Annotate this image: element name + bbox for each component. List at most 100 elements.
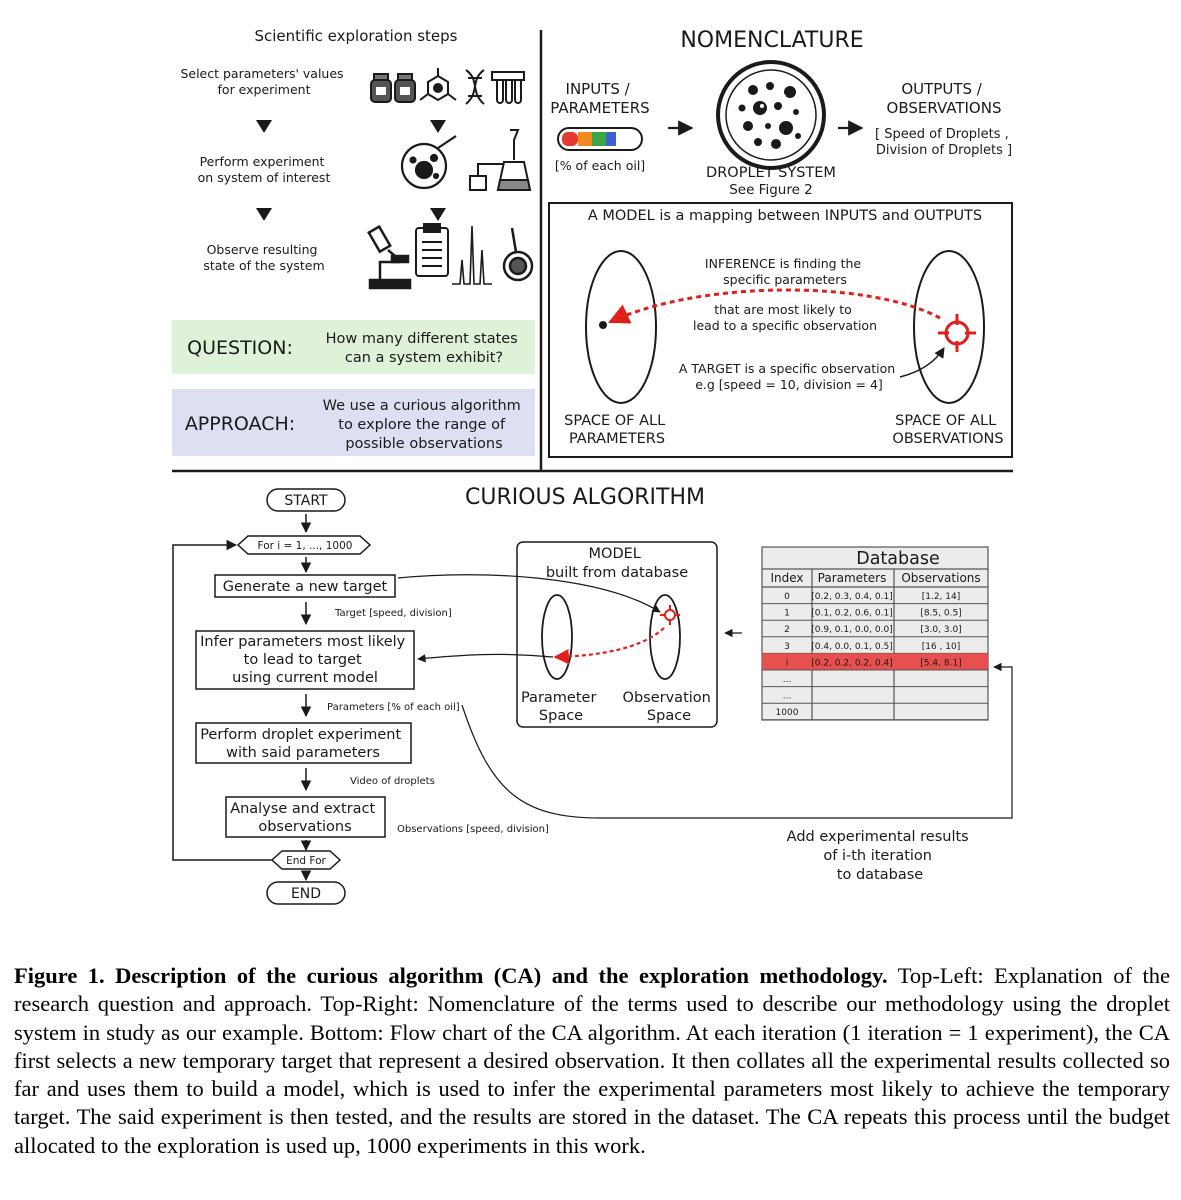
header-observations: Observations xyxy=(901,571,980,585)
outputs-list: [ Speed of Droplets , Division of Drople… xyxy=(875,127,1013,158)
droplet-system-icon xyxy=(716,60,826,170)
database-row-highlight xyxy=(762,653,988,670)
oil-tube-icon xyxy=(557,127,643,151)
add-results-label: Add experimental results of i-th iterati… xyxy=(787,829,974,883)
test-tubes-icon xyxy=(491,71,525,104)
inference-text: INFERENCE is finding the specific parame… xyxy=(705,256,865,287)
inputs-unit: [% of each oil] xyxy=(555,158,645,173)
generate-target-label: Generate a new target xyxy=(223,579,388,595)
question-box xyxy=(172,320,535,374)
database-cell: [0.9, 0.1, 0.0, 0.0] xyxy=(811,625,892,635)
end-for-label: End For xyxy=(286,855,326,867)
microscope-icon xyxy=(367,224,412,290)
outputs-label: OUTPUTS / OBSERVATIONS xyxy=(887,80,1002,117)
loop-back-line xyxy=(172,539,272,861)
results-to-database-line xyxy=(461,662,1013,819)
database-cell: 0 xyxy=(784,592,790,602)
target-text: A TARGET is a specific observation e.g [… xyxy=(679,361,899,392)
database-cell: 2 xyxy=(784,625,790,635)
molecule-icon xyxy=(419,68,457,102)
database-cell: [8.5, 0.5] xyxy=(920,609,961,619)
model-database-box xyxy=(516,541,718,728)
database-cell: 1000 xyxy=(776,708,799,718)
loop-node xyxy=(236,535,372,555)
pan-icon xyxy=(502,227,534,282)
perform-experiment-node xyxy=(195,722,412,764)
down-triangle-icon xyxy=(430,120,446,133)
curious-algorithm-title: CURIOUS ALGORITHM xyxy=(465,485,705,510)
database-cell: [0.2, 0.3, 0.4, 0.1] xyxy=(811,592,892,602)
database-cell: [3.0, 3.0] xyxy=(920,625,961,635)
database-cell: ... xyxy=(783,675,792,685)
header-index: Index xyxy=(770,571,803,585)
end-node xyxy=(266,881,346,905)
parameter-space-label: Parameter Space xyxy=(521,690,601,724)
analyse-node xyxy=(225,796,386,838)
parameter-space-ellipse xyxy=(541,594,573,680)
infer-parameters-label: Infer parameters most likely to lead to … xyxy=(200,634,410,686)
dna-icon xyxy=(465,69,485,105)
space-of-parameters-label: SPACE OF ALL PARAMETERS xyxy=(564,413,670,447)
question-text: How many different states can a system e… xyxy=(326,331,523,366)
database-cell: [0.2, 0.2, 0.2, 0.4] xyxy=(811,658,892,668)
observation-space-ellipse xyxy=(913,250,985,404)
database-cell: i xyxy=(786,658,789,668)
database-cell: [1.2, 14] xyxy=(922,592,961,602)
inputs-label: INPUTS / PARAMETERS xyxy=(550,80,649,117)
approach-label: APPROACH: xyxy=(185,413,295,435)
caption-title: Figure 1. Description of the curious alg… xyxy=(14,963,888,988)
observations-edge-label: Observations [speed, division] xyxy=(397,824,549,835)
question-label: QUESTION: xyxy=(187,337,293,359)
flowchart-panel: CURIOUS ALGORITHM START For i = 1, ..., … xyxy=(172,485,1013,905)
database-cell: [16 , 10] xyxy=(922,642,961,652)
figure-caption: Figure 1. Description of the curious alg… xyxy=(14,962,1170,1160)
target-edge-label: Target [speed, division] xyxy=(334,608,452,619)
step-2-text: Perform experiment on system of interest xyxy=(198,154,331,185)
video-edge-label: Video of droplets xyxy=(350,776,435,787)
petri-dish-icon xyxy=(400,135,457,190)
target-to-model-arrow xyxy=(397,574,661,613)
lab-glassware-icon xyxy=(469,129,532,191)
clipboard-icon xyxy=(415,223,449,277)
inferred-parameter-point xyxy=(599,321,607,329)
observation-space-label: Observation Space xyxy=(623,690,716,724)
infer-parameters-node xyxy=(195,630,415,690)
model-to-infer-arrow xyxy=(417,653,554,663)
target-crosshair-icon xyxy=(660,605,680,625)
model-box xyxy=(548,202,1013,458)
database-cell: [0.4, 0.0, 0.1, 0.5] xyxy=(811,642,892,652)
droplet-system-ref: See Figure 2 xyxy=(729,182,813,198)
approach-box xyxy=(172,389,535,456)
inference-text-2: that are most likely to lead to a specif… xyxy=(693,302,877,333)
down-triangle-icon xyxy=(430,208,446,221)
database-table: Database Index Parameters Observations 0… xyxy=(761,546,989,721)
target-crosshair-icon xyxy=(938,314,976,352)
loop-label: For i = 1, ..., 1000 xyxy=(258,540,353,552)
start-node xyxy=(266,488,346,512)
analyse-label: Analyse and extract observations xyxy=(230,801,380,835)
figure-1: Scientific exploration steps Select para… xyxy=(172,27,1013,905)
inference-arrow xyxy=(553,627,665,665)
nomenclature-panel: NOMENCLATURE INPUTS / PARAMETERS [% of e… xyxy=(548,28,1013,458)
database-cell: 3 xyxy=(784,642,790,652)
database-title: Database xyxy=(856,549,940,569)
database-cell: [0.1, 0.2, 0.6, 0.1] xyxy=(811,609,892,619)
database-cell: ... xyxy=(783,692,792,702)
parameters-edge-label: Parameters [% of each oil] xyxy=(327,702,460,713)
model-database-label: MODEL built from database xyxy=(546,546,688,581)
model-definition: A MODEL is a mapping between INPUTS and … xyxy=(588,208,982,224)
steps-heading: Scientific exploration steps xyxy=(254,27,457,45)
generate-target-node xyxy=(214,574,396,598)
end-label: END xyxy=(291,886,321,902)
step-1-text: Select parameters' values for experiment xyxy=(180,66,347,97)
parameter-space-ellipse xyxy=(585,250,657,404)
top-left-panel: Scientific exploration steps Select para… xyxy=(172,27,535,456)
perform-experiment-label: Perform droplet experiment with said par… xyxy=(200,727,406,761)
down-triangle-icon xyxy=(256,120,272,133)
target-pointer-arrow xyxy=(899,347,945,378)
database-cell: [5.4, 8.1] xyxy=(920,658,961,668)
spectrum-icon xyxy=(452,225,492,285)
chemical-jars-icon xyxy=(370,73,416,103)
header-parameters: Parameters xyxy=(818,571,887,585)
step-3-text: Observe resulting state of the system xyxy=(203,242,324,273)
